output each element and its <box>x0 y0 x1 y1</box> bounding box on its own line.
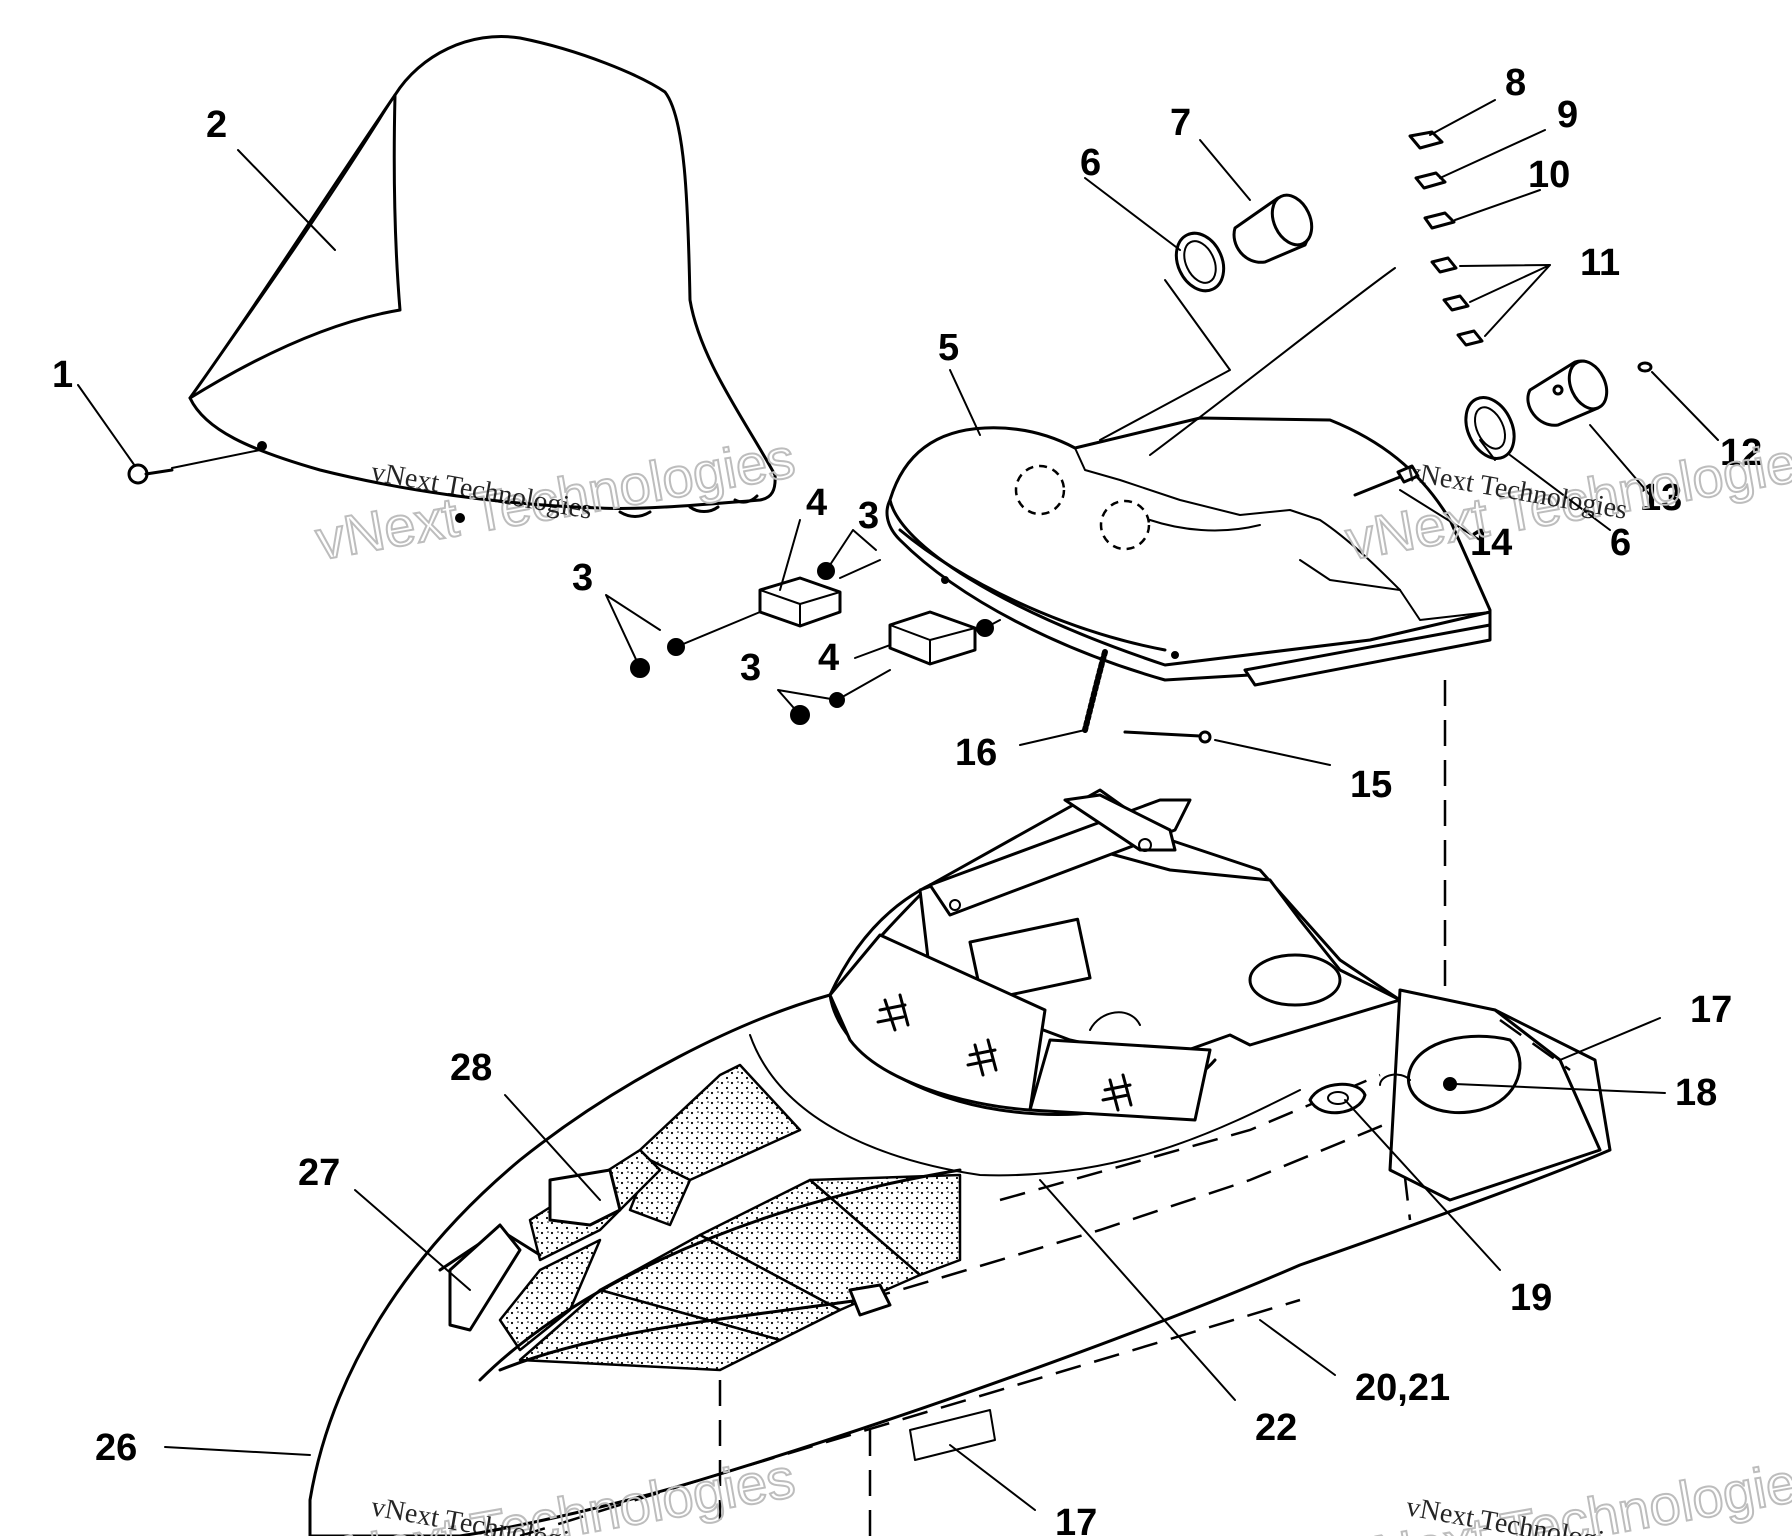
headlight-27 <box>448 1223 522 1332</box>
callout-11: 11 <box>1580 242 1620 284</box>
callout-3c: 3 <box>740 647 761 689</box>
callout-6a: 6 <box>1080 142 1101 184</box>
console-cover <box>885 416 1492 687</box>
trim-17-lower <box>909 1409 996 1461</box>
callout-9: 9 <box>1557 94 1578 136</box>
hinge-4-lower <box>888 610 977 666</box>
callout-3b: 3 <box>858 495 879 537</box>
callout-5: 5 <box>938 327 959 369</box>
gauge-wire-left <box>1099 279 1231 441</box>
callout-26: 26 <box>95 1427 137 1469</box>
callout-8: 8 <box>1505 62 1526 104</box>
callout-20-21: 20,21 <box>1355 1367 1450 1409</box>
callout-10: 10 <box>1528 154 1570 196</box>
bulb-12 <box>1637 361 1653 373</box>
leader-lines <box>77 99 1719 1511</box>
screw-1 <box>127 449 261 485</box>
callout-7: 7 <box>1170 102 1191 144</box>
callout-14: 14 <box>1470 522 1512 564</box>
clips-11 <box>1430 256 1484 347</box>
callout-4a: 4 <box>806 482 827 524</box>
clip-10 <box>1423 211 1456 230</box>
screw-14 <box>1353 464 1420 497</box>
clip-9 <box>1414 171 1447 190</box>
callout-16: 16 <box>955 732 997 774</box>
bolt-15 <box>1123 730 1331 766</box>
callout-1: 1 <box>52 354 73 396</box>
windshield <box>188 35 777 523</box>
instrument-panel <box>918 793 1402 1122</box>
callout-6b: 6 <box>1610 522 1631 564</box>
vent-left <box>438 1063 802 1352</box>
callout-12: 12 <box>1720 432 1762 474</box>
callout-27: 27 <box>298 1152 340 1194</box>
callout-22: 22 <box>1255 1407 1297 1449</box>
vent-right <box>478 1168 962 1382</box>
callout-13: 13 <box>1640 477 1682 519</box>
callout-28: 28 <box>450 1047 492 1089</box>
callout-15: 15 <box>1350 764 1392 806</box>
spring-16 <box>1019 649 1108 746</box>
dash-front <box>828 933 1133 1112</box>
gauge-wire-b <box>1479 439 1496 461</box>
clip-8 <box>1408 130 1444 150</box>
callout-4b: 4 <box>818 637 839 679</box>
callout-17b: 17 <box>1055 1502 1097 1536</box>
callout-2: 2 <box>206 104 227 146</box>
callout-3a: 3 <box>572 557 593 599</box>
gauge-bezel-6 <box>1174 231 1226 293</box>
hinge-4-upper <box>758 576 842 628</box>
callout-17a: 17 <box>1690 989 1732 1031</box>
gauge-bezel-6-right <box>1464 396 1516 460</box>
gauge-7 <box>1232 193 1314 264</box>
gauge-13 <box>1526 359 1609 427</box>
gauge-wire-right <box>1149 267 1396 456</box>
callout-19: 19 <box>1510 1277 1552 1319</box>
callout-18: 18 <box>1675 1072 1717 1114</box>
